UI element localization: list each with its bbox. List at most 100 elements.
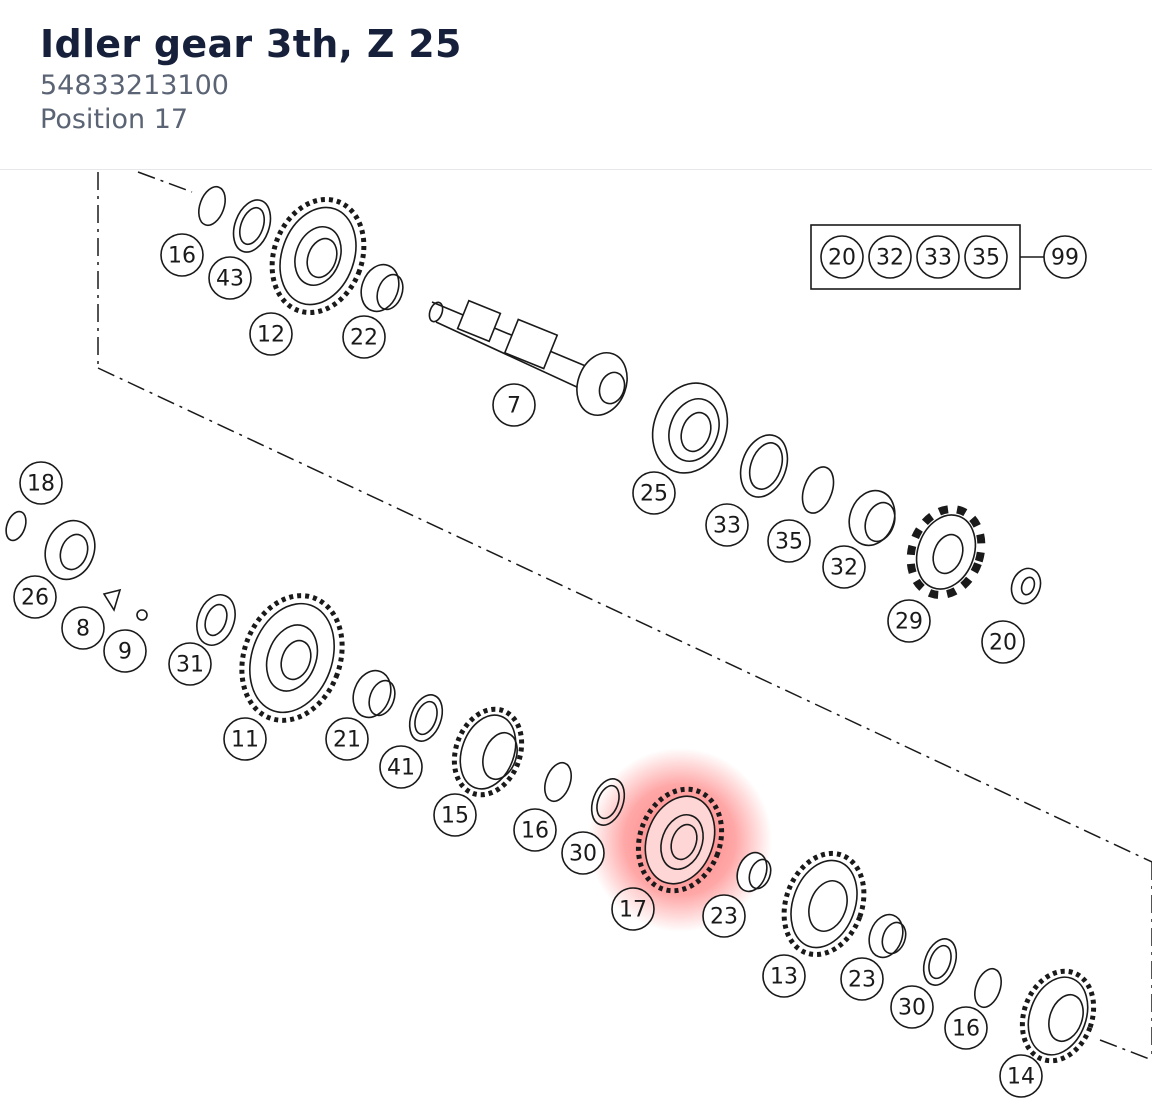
part-oring-35 (801, 466, 835, 514)
svg-text:23: 23 (710, 905, 738, 930)
page-title: Idler gear 3th, Z 25 (40, 22, 462, 66)
callout-11[interactable]: 11 (223, 717, 267, 761)
kit-member-35: 35 (964, 235, 1008, 279)
part-bushing-23-a (736, 851, 772, 893)
part-washer-43 (232, 199, 272, 253)
part-gear-12 (269, 196, 367, 316)
svg-text:7: 7 (507, 394, 521, 419)
svg-text:15: 15 (441, 804, 469, 829)
svg-text:43: 43 (216, 267, 244, 292)
kit-result-99[interactable]: 99 (1043, 235, 1087, 279)
position-label: Position 17 (40, 104, 189, 135)
part-washer-30-low (922, 938, 958, 986)
svg-text:35: 35 (972, 246, 1000, 271)
callout-30[interactable]: 30 (890, 985, 934, 1029)
part-gear-15 (451, 706, 525, 798)
part-gear-14 (1019, 968, 1097, 1064)
svg-text:31: 31 (176, 653, 204, 678)
part-gear-17 (635, 786, 725, 894)
svg-text:32: 32 (876, 246, 904, 271)
callout-43[interactable]: 43 (208, 256, 252, 300)
part-washer-41 (408, 694, 444, 742)
svg-text:12: 12 (257, 323, 285, 348)
part-circlip-18 (5, 510, 27, 542)
callout-41[interactable]: 41 (379, 745, 423, 789)
part-circlip-16-top (198, 185, 226, 227)
svg-text:23: 23 (848, 968, 876, 993)
callout-16[interactable]: 16 (160, 233, 204, 277)
part-spacer-32 (848, 489, 896, 547)
callout-26[interactable]: 26 (13, 575, 57, 619)
callout-16[interactable]: 16 (944, 1006, 988, 1050)
part-bushing-22 (360, 263, 404, 313)
callout-35[interactable]: 35 (767, 519, 811, 563)
callout-33[interactable]: 33 (705, 503, 749, 547)
callout-9[interactable]: 9 (103, 629, 147, 673)
callout-15[interactable]: 15 (433, 793, 477, 837)
kit-member-33: 33 (916, 235, 960, 279)
part-bushing-23-b (868, 913, 907, 959)
svg-text:20: 20 (828, 246, 856, 271)
callout-13[interactable]: 13 (762, 954, 806, 998)
svg-text:35: 35 (775, 530, 803, 555)
callout-16[interactable]: 16 (513, 808, 557, 852)
callout-14[interactable]: 14 (999, 1054, 1043, 1098)
part-gear-13 (781, 850, 867, 958)
exploded-diagram: 20 32 33 35 99 16 43 12 22 7 25 33 35 32… (5, 171, 1152, 1098)
svg-text:99: 99 (1051, 246, 1079, 271)
svg-text:41: 41 (387, 756, 415, 781)
svg-text:18: 18 (27, 472, 55, 497)
part-gear-11 (239, 593, 345, 723)
callout-30[interactable]: 30 (561, 831, 605, 875)
callout-25[interactable]: 25 (632, 471, 676, 515)
svg-text:16: 16 (952, 1017, 980, 1042)
housing-outline (97, 171, 1152, 1061)
svg-text:26: 26 (21, 586, 49, 611)
svg-text:30: 30 (898, 996, 926, 1021)
callout-22[interactable]: 22 (342, 315, 386, 359)
callout-21[interactable]: 21 (325, 717, 369, 761)
header: Idler gear 3th, Z 25 54833213100 Positio… (0, 0, 1152, 170)
callout-18[interactable]: 18 (19, 461, 63, 505)
svg-text:16: 16 (168, 244, 196, 269)
svg-text:17: 17 (619, 898, 647, 923)
kit-box: 20 32 33 35 99 (810, 224, 1087, 290)
part-bearing-25 (651, 382, 729, 474)
svg-text:13: 13 (770, 965, 798, 990)
part-number: 54833213100 (40, 70, 229, 101)
kit-member-32: 32 (868, 235, 912, 279)
callout-23[interactable]: 23 (840, 957, 884, 1001)
svg-text:33: 33 (924, 246, 952, 271)
callout-12[interactable]: 12 (249, 312, 293, 356)
part-bearing-26 (44, 519, 96, 581)
svg-text:30: 30 (569, 842, 597, 867)
svg-text:22: 22 (350, 326, 378, 351)
svg-text:20: 20 (989, 631, 1017, 656)
callout-31[interactable]: 31 (168, 642, 212, 686)
callout-20[interactable]: 20 (981, 620, 1025, 664)
callout-7[interactable]: 7 (492, 383, 536, 427)
part-sprocket-29 (906, 505, 986, 599)
svg-text:14: 14 (1007, 1065, 1035, 1090)
callout-8[interactable]: 8 (61, 606, 105, 650)
part-bushing-21 (352, 669, 396, 719)
callout-29[interactable]: 29 (887, 599, 931, 643)
svg-text:25: 25 (640, 482, 668, 507)
part-nut-20 (1010, 567, 1042, 605)
callout-17-highlighted[interactable]: 17 (611, 887, 655, 931)
part-circlip-16-low (974, 967, 1002, 1009)
callout-23[interactable]: 23 (702, 894, 746, 938)
part-pin-8 (102, 588, 122, 612)
svg-text:32: 32 (830, 556, 858, 581)
svg-text:16: 16 (521, 819, 549, 844)
svg-text:8: 8 (76, 617, 90, 642)
svg-text:9: 9 (118, 640, 132, 665)
part-ball-9 (136, 609, 148, 621)
part-washer-30-mid (590, 778, 626, 826)
part-shaft-7 (428, 299, 628, 416)
callout-32[interactable]: 32 (822, 545, 866, 589)
svg-text:33: 33 (713, 514, 741, 539)
svg-text:29: 29 (895, 610, 923, 635)
part-seal-33 (739, 434, 789, 498)
part-washer-31 (196, 594, 236, 646)
